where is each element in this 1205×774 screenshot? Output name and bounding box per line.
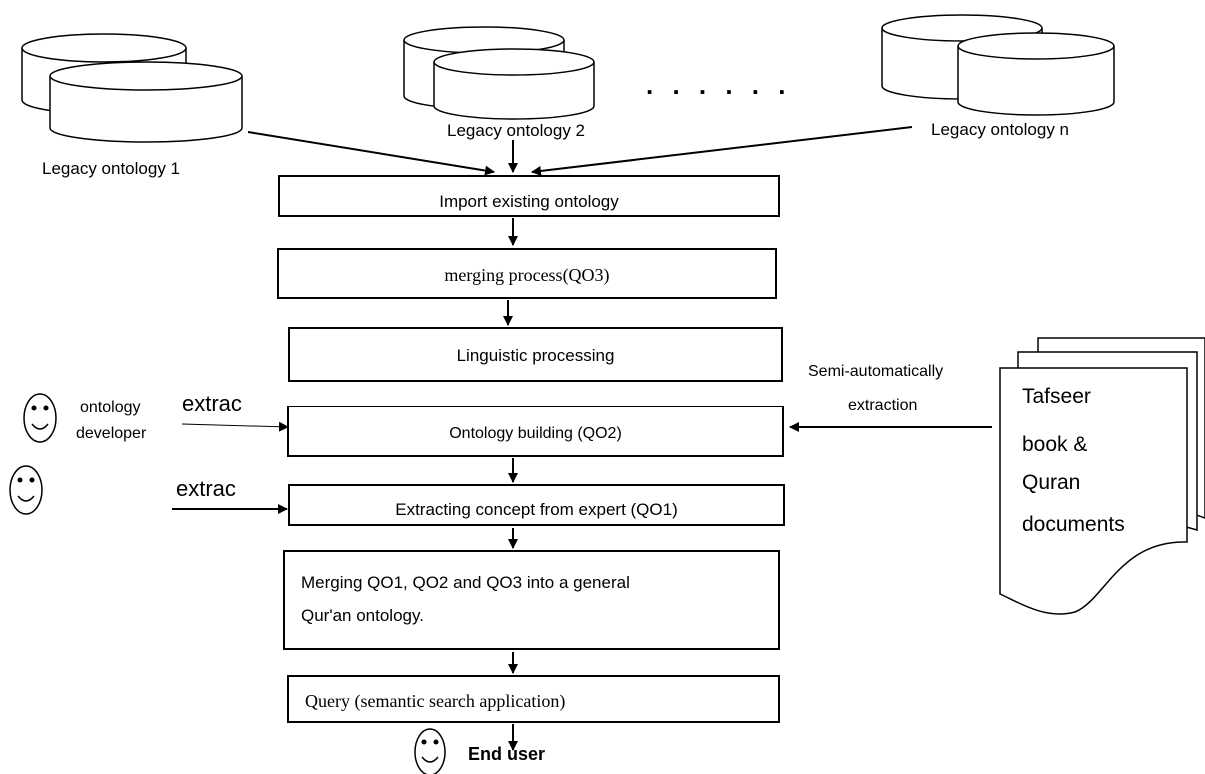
smiley-face-icon-end-user (414, 728, 446, 774)
documents-label-line3: Quran (1022, 471, 1081, 494)
database-icon-legacy-n (881, 14, 1115, 116)
step-extracting-concept: Extracting concept from expert (QO1) (288, 484, 785, 526)
end-user-label: End user (468, 744, 546, 764)
step-linguistic-label: Linguistic processing (456, 346, 615, 365)
documents-label-line2: book & (1022, 433, 1088, 456)
ellipsis: . . . . . . (646, 70, 792, 100)
step-merge-general-line1: Merging QO1, QO2 and QO3 into a general (301, 573, 630, 592)
arrows-legacy-to-import (247, 126, 913, 176)
semi-automatic-extraction-line2: extraction (848, 397, 918, 414)
developer-label-line1: ontology (80, 399, 141, 416)
step-import-existing-ontology: Import existing ontology (278, 175, 780, 217)
step-query-label: Query (semantic search application) (305, 691, 566, 711)
database-icon-legacy-2 (403, 26, 595, 120)
step-merging-process: merging process(QO3) (277, 248, 777, 299)
document-stack-icon (999, 337, 1205, 615)
extract-label-developer: extrac (182, 391, 242, 416)
step-merge-general-line2: Qur'an ontology. (301, 606, 424, 625)
legacy-ontology-n-label: Legacy ontology n (931, 120, 1069, 139)
extract-label-expert: extrac (176, 476, 236, 501)
smiley-face-icon-expert (9, 465, 43, 515)
legacy-ontology-1-label: Legacy ontology 1 (42, 159, 180, 178)
step-import-label: Import existing ontology (439, 192, 619, 211)
arrow-developer-to-building (181, 421, 289, 432)
documents-label-line4: documents (1022, 513, 1125, 536)
step-merging-general-ontology: Merging QO1, QO2 and QO3 into a general … (283, 550, 780, 650)
step-query: Query (semantic search application) (287, 675, 780, 723)
step-building-label: Ontology building (QO2) (449, 425, 622, 442)
step-extracting-label: Extracting concept from expert (QO1) (395, 500, 678, 519)
step-linguistic-processing: Linguistic processing (288, 327, 783, 382)
step-ontology-building: Ontology building (QO2) (287, 406, 784, 457)
database-icon-legacy-1 (21, 33, 243, 143)
documents-label-line1: Tafseer (1022, 385, 1091, 408)
semi-automatic-extraction-line1: Semi-automatically (808, 363, 944, 380)
legacy-ontology-2-label: Legacy ontology 2 (447, 121, 585, 140)
smiley-face-icon-developer (23, 393, 57, 443)
arrows-main-flow (503, 218, 518, 751)
step-merging-label: merging process(QO3) (444, 265, 610, 285)
developer-label-line2: developer (76, 425, 147, 442)
